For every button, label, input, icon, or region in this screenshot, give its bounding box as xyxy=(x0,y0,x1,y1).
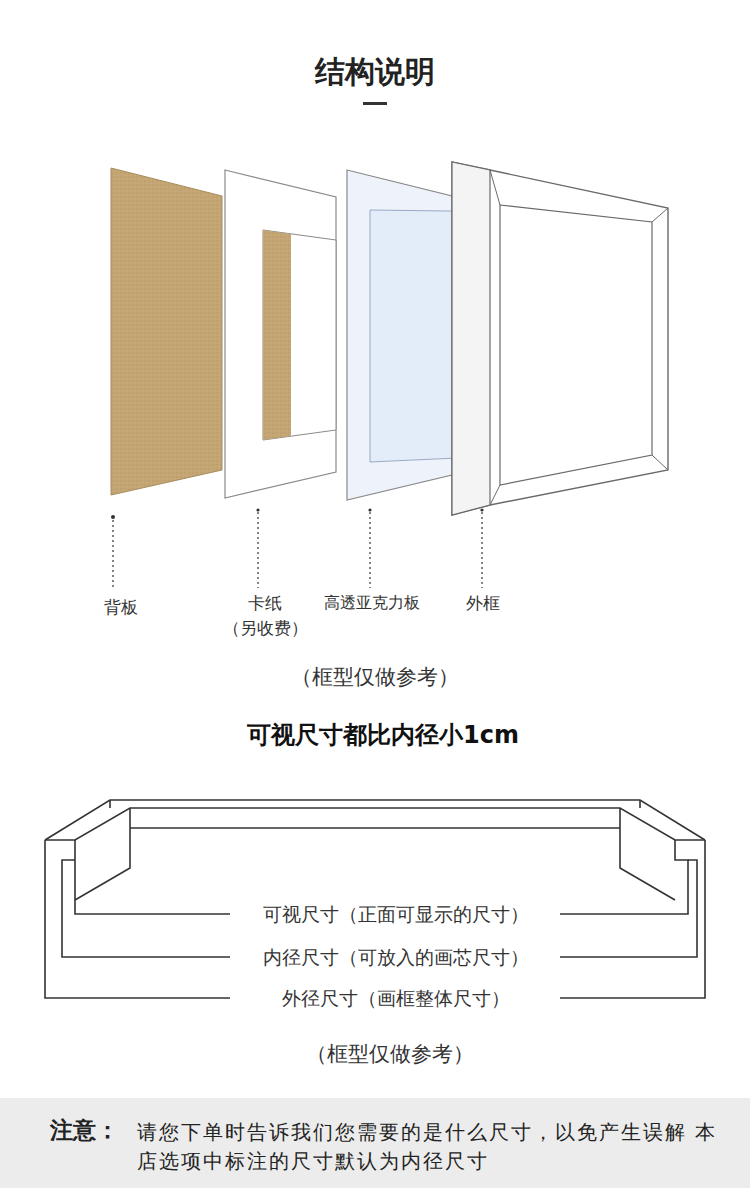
notice-body: 请您下单时告诉我们您需要的是什么尺寸，以免产生误解 本店选项中标注的尺寸默认为内… xyxy=(137,1118,729,1176)
part-label: 卡纸 xyxy=(248,593,282,613)
leader-dots xyxy=(111,508,484,519)
dimension-label: 内径尺寸（可放入的画芯尺寸） xyxy=(255,946,537,969)
frame-side xyxy=(452,162,490,515)
page-title: 结构说明 xyxy=(315,54,435,90)
leader-lines xyxy=(113,512,482,590)
reference-note: （框型仅做参考） xyxy=(306,1042,474,1067)
frame-opening xyxy=(500,205,652,485)
dimension-label: 可视尺寸（正面可显示的尺寸） xyxy=(255,903,537,926)
mat-card xyxy=(225,170,336,498)
mat-window xyxy=(263,230,336,440)
part-label: 外框 xyxy=(466,593,500,613)
part-label: 背板 xyxy=(104,597,138,617)
notice-band: 注意： 请您下单时告诉我们您需要的是什么尺寸，以免产生误解 本店选项中标注的尺寸默… xyxy=(0,1098,750,1188)
title-underline xyxy=(363,102,387,105)
reference-note: （框型仅做参考） xyxy=(291,665,459,690)
size-note: 可视尺寸都比内径小1cm xyxy=(247,721,519,750)
outer-frame xyxy=(452,162,668,515)
notice-band-ground xyxy=(0,1098,750,1188)
part-label: 高透亚克力板 xyxy=(324,593,420,612)
frame-section xyxy=(45,800,705,998)
part-note: （另收费） xyxy=(223,618,308,638)
dimension-label: 外径尺寸（画框整体尺寸） xyxy=(274,987,518,1010)
mat-window-backing xyxy=(263,230,291,440)
back-board xyxy=(111,168,222,495)
notice-heading: 注意： xyxy=(50,1114,119,1147)
